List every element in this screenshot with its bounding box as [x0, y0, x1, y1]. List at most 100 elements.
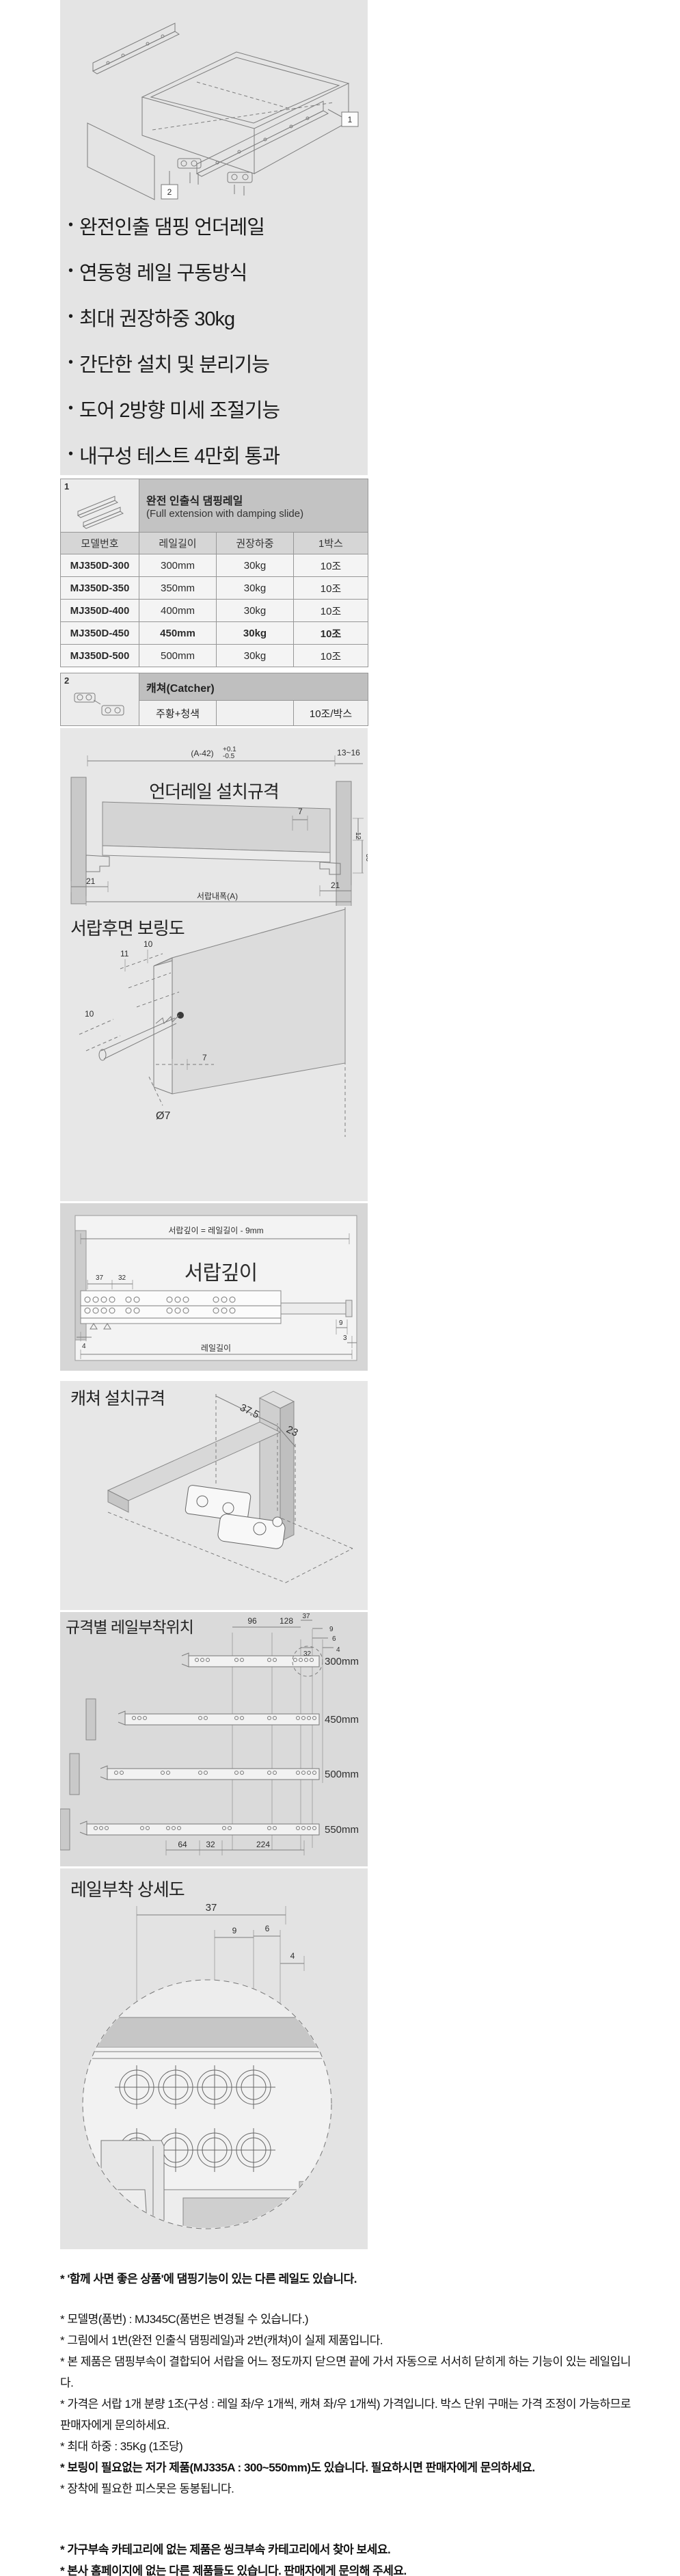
cell-box: 10조	[293, 621, 368, 645]
cell-box: 10조	[293, 554, 368, 577]
col-header-model: 모델번호	[60, 532, 139, 554]
bullet-icon: •	[68, 446, 73, 461]
dim-10b: 10	[85, 1009, 94, 1019]
dim-128: 128	[280, 1616, 293, 1626]
diagram-title: 규격별 레일부착위치	[66, 1618, 193, 1636]
cell-box: 10조	[293, 576, 368, 600]
item-number: 2	[64, 675, 70, 686]
feature-text: 완전인출 댐핑 언더레일	[79, 216, 265, 239]
dim-9: 9	[329, 1626, 334, 1633]
feature-list: • 완전인출 댐핑 언더레일 •연동형 레일 구동방식 • 최대 권장하중 30kg…	[60, 202, 368, 477]
rail-icon	[195, 100, 329, 177]
catcher-item-cell: 2	[60, 673, 139, 726]
depth-label: 서랍깊이	[185, 1262, 257, 1285]
spec-table-section: 1 완전 인출식 댐핑레일 (Full extension with dampi…	[60, 479, 368, 667]
dim-6: 6	[332, 1635, 336, 1643]
dim-9: 9	[232, 1926, 237, 1935]
dim-a42: (A-42)	[191, 749, 213, 758]
cell-length: 400mm	[139, 599, 217, 622]
rail-item-cell: 1	[60, 479, 139, 533]
rail-450	[85, 1698, 320, 1741]
dim-96: 96	[247, 1616, 257, 1626]
cell-length: 500mm	[139, 644, 217, 667]
item-number: 1	[64, 481, 70, 492]
spec-table: 1 완전 인출식 댐핑레일 (Full extension with dampi…	[60, 479, 368, 667]
dim-21-left: 21	[86, 876, 96, 886]
dim-224: 224	[256, 1840, 270, 1849]
detail-diagram: 레일부착 상세도 37 9 6 4	[70, 1879, 332, 2229]
catcher-row: 주황+청색 10조/박스	[61, 700, 369, 726]
dim-32: 32	[118, 1274, 126, 1282]
rail-holes	[84, 1296, 236, 1314]
cell-model: MJ350D-500	[60, 644, 139, 667]
cell-load: 30kg	[216, 599, 294, 622]
length-label-550: 550mm	[325, 1824, 359, 1836]
cell-length: 450mm	[139, 621, 217, 645]
dim-23: 23	[284, 1423, 299, 1439]
dim-rail-length: 레일길이	[201, 1343, 231, 1353]
feature-item: • 도어 2방향 미세 조절기능	[60, 386, 368, 431]
bullet-icon: •	[68, 217, 73, 232]
feature-text: 도어 2방향 미세 조절기능	[79, 399, 280, 422]
dim-4: 4	[290, 1951, 295, 1961]
cell-model: MJ350D-350	[60, 576, 139, 600]
cell-load: 30kg	[216, 554, 294, 577]
length-label-500: 500mm	[325, 1769, 359, 1780]
underrail-spec-section: 언더레일 설치규격 (A-42) +0.1 -0.5 13~16 7	[60, 728, 368, 913]
length-label-450: 450mm	[325, 1714, 359, 1726]
dim-32: 32	[303, 1650, 312, 1658]
feature-item: •연동형 레일 구동방식	[60, 248, 368, 294]
underrail-spec-diagram: 언더레일 설치규격 (A-42) +0.1 -0.5 13~16 7	[70, 746, 368, 907]
dim-dia7: Ø7	[156, 1110, 170, 1122]
dim-13-16: 13~16	[337, 748, 360, 757]
bullet-icon: •	[68, 355, 73, 370]
catcher-icon	[177, 158, 253, 196]
dim-36: 36	[364, 854, 368, 862]
feature-text: 최대 권장하중 30kg	[79, 308, 235, 330]
cell-box: 10조	[293, 599, 368, 622]
col-header-load: 권장하중	[216, 532, 294, 554]
drawer-front-panel	[87, 122, 155, 200]
table-row: MJ350D-350 350mm 30kg 10조	[60, 576, 368, 600]
positions-diagram: 규격별 레일부착위치 96 128 37 9 6 32 4 300mm	[60, 1613, 359, 1855]
note-line: * '함께 사면 좋은 상품'에 댐핑기능이 있는 다른 레일도 있습니다.	[60, 2272, 357, 2285]
cell-model: MJ350D-400	[60, 599, 139, 622]
cell-length: 300mm	[139, 554, 217, 577]
note-line: * 모델명(품번) : MJ345C(품번은 변경될 수 있습니다.)	[60, 2313, 309, 2326]
dim-7: 7	[202, 1053, 207, 1062]
depth-formula: 서랍깊이 = 레일길이 - 9mm	[168, 1226, 263, 1235]
bullet-icon: •	[68, 309, 73, 324]
dim-10a: 10	[144, 939, 153, 949]
feature-text: 내구성 테스트 4만회 통과	[79, 445, 280, 468]
detail-section: 레일부착 상세도 37 9 6 4	[60, 1868, 368, 2249]
rail-icon	[77, 495, 124, 529]
bullet-icon: •	[68, 401, 73, 416]
catcher-icon	[74, 693, 124, 716]
catcher-box-cell: 10조/박스	[293, 700, 369, 726]
dim-inner-width: 서랍내폭(A)	[197, 891, 238, 901]
catcher-install-diagram: 캐쳐 설치규격 37.5 23	[70, 1389, 353, 1583]
feature-item: • 최대 권장하중 30kg	[60, 294, 368, 340]
feature-item: •간단한 설치 및 분리기능	[60, 340, 368, 386]
note-line: * 그림에서 1번(완전 인출식 댐핑레일)과 2번(캐쳐)이 실제 제품입니다…	[60, 2334, 383, 2347]
catcher-empty-cell	[216, 700, 294, 726]
rail-500	[69, 1753, 320, 1795]
spec-table-title-cell: 완전 인출식 댐핑레일 (Full extension with damping…	[139, 479, 368, 533]
dim-9: 9	[339, 1319, 343, 1327]
catcher-title-cell: 캐쳐(Catcher)	[138, 673, 369, 701]
note-line: * 최대 하중 : 35Kg (1조당)	[60, 2440, 183, 2453]
positions-section: 규격별 레일부착위치 96 128 37 9 6 32 4 300mm	[60, 1612, 368, 1866]
diagram-title: 캐쳐 설치규격	[70, 1389, 165, 1408]
drawer-box	[141, 51, 350, 174]
dim-37-5: 37.5	[238, 1401, 261, 1421]
dim-37: 37	[206, 1902, 217, 1914]
table-row: MJ350D-500 500mm 30kg 10조	[60, 644, 368, 667]
note-line: * 장착에 필요한 피스못은 동봉됩니다.	[60, 2482, 234, 2495]
spec-header-row: 모델번호 레일길이 권장하중 1박스	[60, 532, 368, 554]
depth-section: 서랍깊이 = 레일길이 - 9mm 서랍깊이 37 32	[60, 1203, 368, 1371]
dim-6: 6	[265, 1924, 270, 1933]
bullet-icon: •	[68, 263, 73, 278]
depth-diagram: 서랍깊이 = 레일길이 - 9mm 서랍깊이 37 32	[74, 1215, 357, 1361]
screw-holes	[115, 2065, 275, 2172]
col-header-length: 레일길이	[139, 532, 217, 554]
